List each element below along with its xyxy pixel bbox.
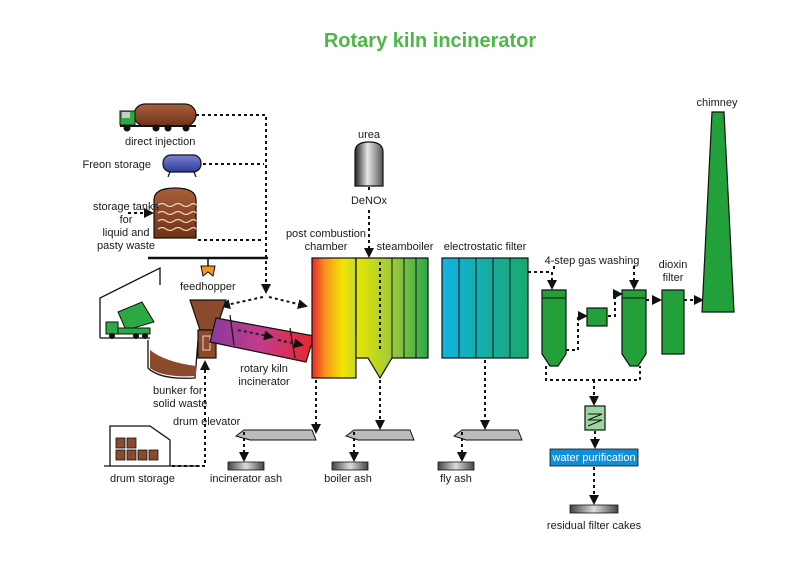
post-combustion-label-2: chamber: [305, 241, 348, 253]
freon-storage-label: Freon storage: [83, 159, 151, 171]
urea-tank: [354, 141, 384, 187]
storage-tank-icon: [153, 187, 197, 239]
drum-barrels-icon: [115, 437, 159, 461]
fly-ash-conveyor: [437, 360, 523, 471]
diagram-title: Rotary kiln incinerator: [324, 30, 536, 52]
freon-tank-icon: [162, 154, 202, 178]
drum-elevator-label: drum elevator: [173, 416, 241, 428]
chimney: [701, 111, 735, 313]
dioxin-filter-label-2: filter: [663, 272, 684, 284]
rotary-kiln-label-2: incinerator: [238, 376, 290, 388]
feed-line-to-kiln: [220, 296, 264, 310]
water-filter-unit: [584, 405, 606, 431]
denox-label: DeNOx: [351, 195, 388, 207]
to-gas-washing-line: [528, 271, 557, 290]
rotary-kiln-label-1: rotary kiln: [240, 363, 288, 375]
storage-tanks-label-2: for: [120, 214, 133, 226]
storage-tanks-label-3: liquid and: [102, 227, 149, 239]
boiler-ash-label: boiler ash: [324, 473, 372, 485]
storage-tanks-label-1: storage tanks: [93, 201, 160, 213]
boiler-ash-conveyor: [331, 380, 415, 471]
incinerator-ash-conveyor: [227, 380, 321, 471]
urea-label: urea: [358, 129, 381, 141]
drum-storage-building: [109, 425, 171, 466]
post-combustion-label-1: post combustion: [286, 228, 366, 240]
crane-grab-icon: [148, 256, 268, 277]
steamboiler-label: steamboiler: [377, 241, 434, 253]
storage-tanks-label-4: pasty waste: [97, 240, 155, 252]
bunker-label-2: solid waste: [153, 398, 207, 410]
bunker-pit: [147, 339, 199, 379]
gas-washing-label: 4-step gas washing: [545, 255, 640, 267]
water-purification-label: water purification: [551, 452, 635, 464]
bunker-building: [99, 266, 161, 339]
drum-storage-label: drum storage: [110, 473, 175, 485]
rotary-kiln: [209, 314, 315, 363]
incinerator-ash-label: incinerator ash: [210, 473, 282, 485]
fly-ash-label: fly ash: [440, 473, 472, 485]
residual-filter-cakes-label: residual filter cakes: [547, 520, 642, 532]
dump-truck-icon: [105, 301, 155, 339]
post-combustion-chamber: [311, 257, 357, 379]
water-purification-box: [549, 448, 639, 467]
feed-line-main: [196, 114, 271, 294]
dioxin-filter: [661, 289, 685, 355]
solid-waste-fill: [150, 350, 196, 377]
direct-injection-label: direct injection: [125, 136, 195, 148]
dioxin-filter-label-1: dioxin: [659, 259, 688, 271]
tanker-truck-icon: [119, 103, 197, 132]
gas-washing-units: [541, 289, 647, 367]
feedhopper-label: feedhopper: [180, 281, 236, 293]
drum-feed-line: [172, 360, 210, 467]
chimney-label: chimney: [697, 97, 738, 109]
residual-filter-cakes-tray: [569, 504, 619, 514]
feed-line-to-post-chamber: [268, 296, 308, 309]
bunker-label-1: bunker for: [153, 385, 203, 397]
electrostatic-filter: [441, 257, 529, 359]
electrostatic-filter-label: electrostatic filter: [444, 241, 527, 253]
